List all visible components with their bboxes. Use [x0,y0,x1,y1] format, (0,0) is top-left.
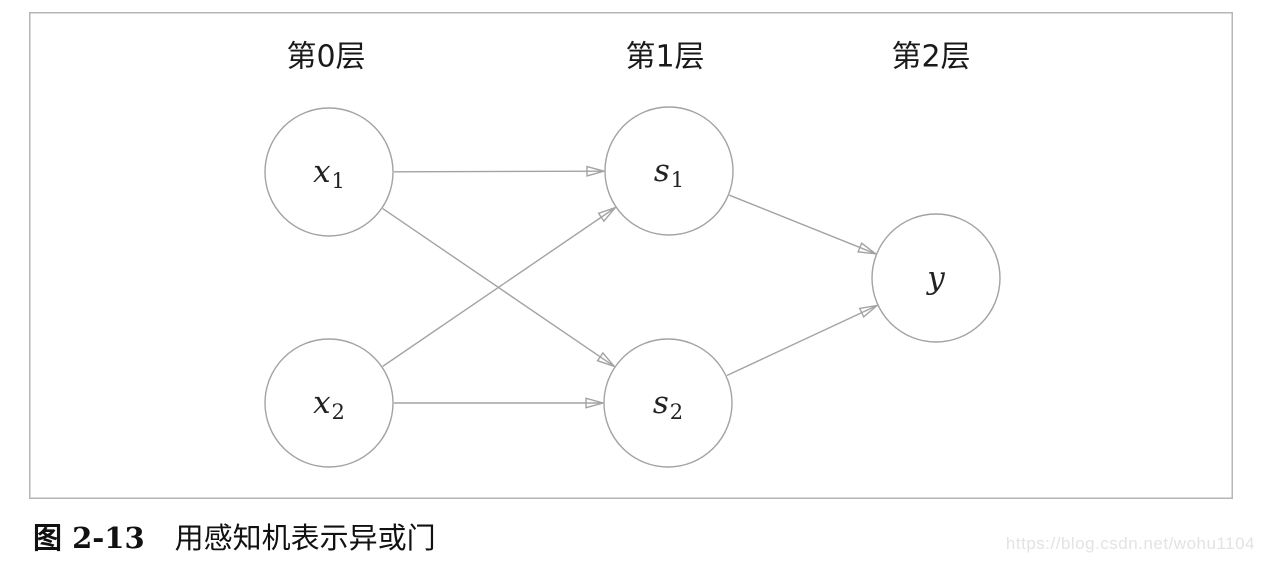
node-s1-label: s1 [654,153,684,192]
figure-frame [29,12,1233,499]
node-x1-circle [264,107,394,237]
node-s2-circle [603,338,733,468]
edge-x1-s1 [393,165,607,177]
layer-0-label: 第0层 [286,40,365,75]
edge-s1-y [729,194,879,255]
figure-caption: 图 2-13 用感知机表示异或门 [33,515,436,557]
node-y-label: y [925,260,945,296]
edge-x2-s1 [382,206,618,367]
node-y-circle [871,213,1001,343]
node-x1-label: x1 [313,154,345,193]
node-x2-label: x2 [313,385,345,424]
figure-title: 用感知机表示异或门 [174,521,436,555]
node-s2-label: s2 [653,385,683,424]
watermark-url: https://blog.csdn.net/wohu1104 [1005,534,1255,553]
node-s1-circle [604,106,734,236]
edge-s2-y [726,304,880,377]
figure-number: 图 2-13 [33,521,145,555]
node-x2-circle [264,338,394,468]
layer-1-label: 第1层 [625,40,704,75]
layer-2-label: 第2层 [891,40,970,75]
